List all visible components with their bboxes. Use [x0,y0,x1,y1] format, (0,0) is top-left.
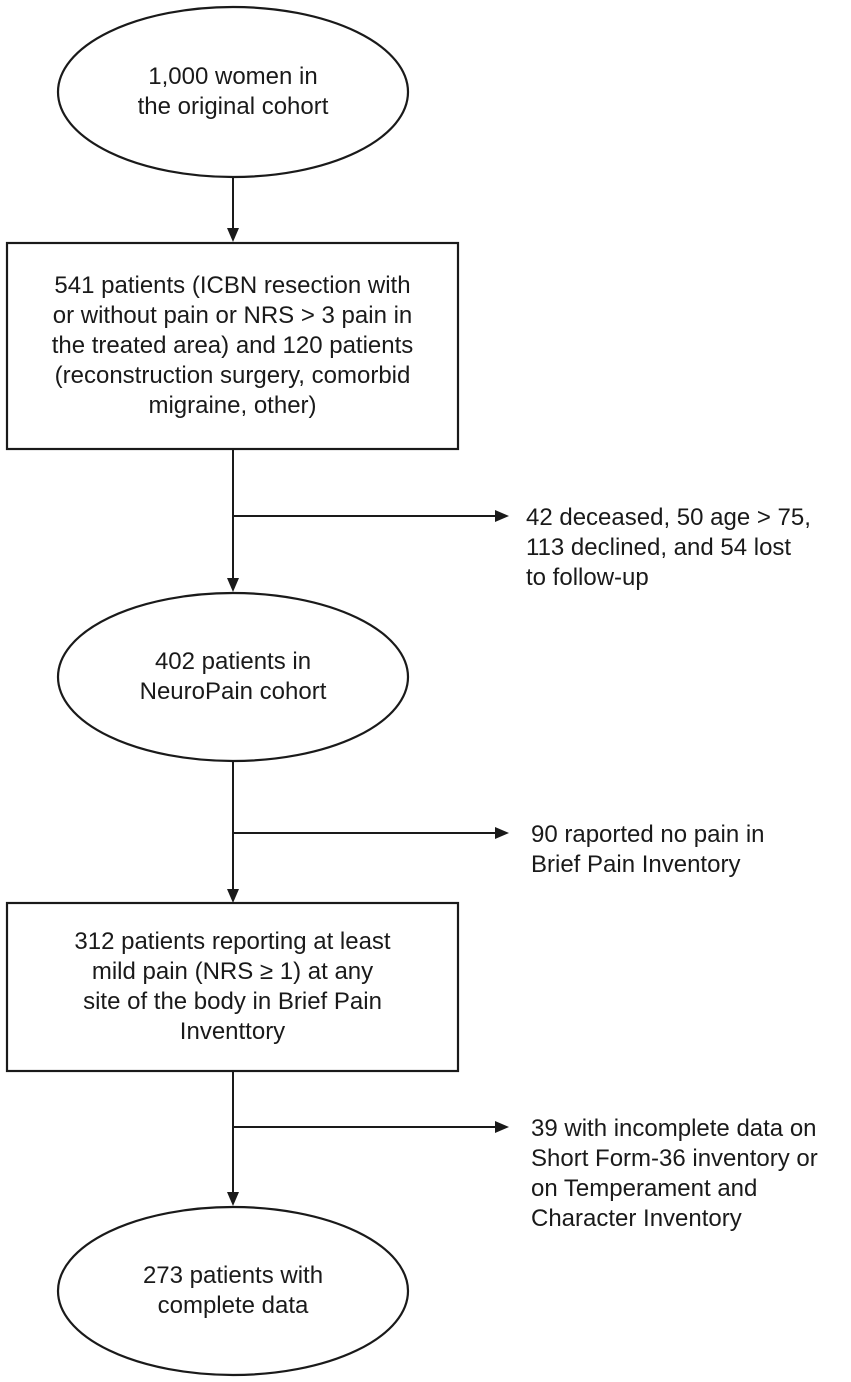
neuropain-cohort-label: 402 patients in NeuroPain cohort [139,648,327,705]
exclusion-arrowhead-third [495,1121,509,1133]
arrowhead-to-reporting [227,889,239,903]
exclusion-label-third: 39 with incomplete data on Short Form-36… [531,1115,818,1232]
exclusion-label-first: 42 deceased, 50 age > 75, 113 declined, … [526,504,811,591]
reporting-pain-box [5,901,460,1073]
exclusion-arrowhead-second [495,827,509,839]
exclusion-arrowhead-first [495,510,509,522]
arrowhead-to-neuropain [227,578,239,592]
complete-data-ellipse [56,1205,410,1377]
arrowhead-to-eligible [227,228,239,242]
arrowhead-to-complete [227,1192,239,1206]
exclusion-label-second: 90 raported no pain in Brief Pain Invent… [531,821,765,878]
complete-data-label: 273 patients with complete data [142,1262,324,1319]
reporting-pain-label: 312 patients reporting at least mild pai… [74,928,391,1045]
original-cohort-label: 1,000 women in the original cohort [137,63,329,120]
eligible-patients-box [5,241,460,451]
eligible-patients-label: 541 patients (ICBN resection with or wit… [51,272,414,419]
